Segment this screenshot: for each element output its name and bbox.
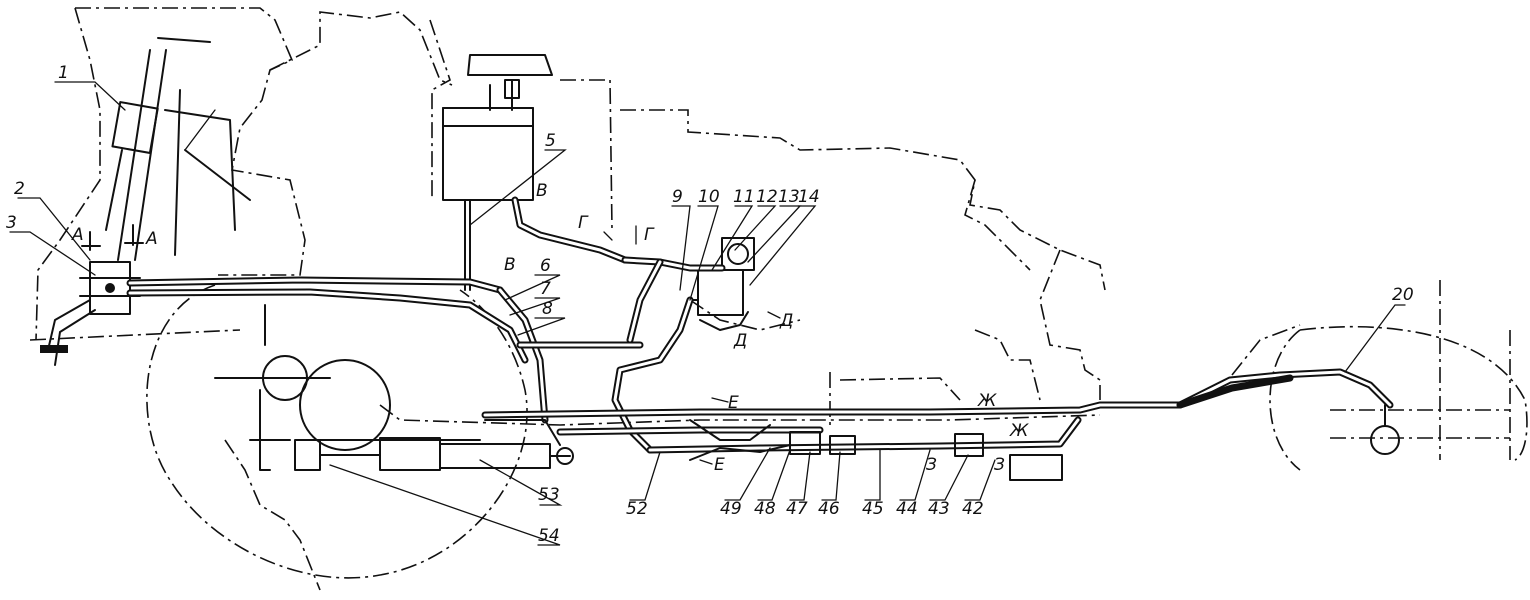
label-45: 45 [862,499,884,519]
section-a-right: А [145,229,158,249]
label-2: 2 [14,179,25,199]
section-z-left: З [926,455,937,475]
label-43: 43 [928,499,950,519]
leader-lines [9,81,1406,546]
section-d-right: Д [779,311,793,331]
label-42: 42 [962,499,984,519]
label-47: 47 [786,499,808,519]
section-v-top: В [536,181,548,201]
label-11: 11 [733,187,755,207]
section-zh-bot: Ж [1009,421,1029,441]
label-46: 46 [818,499,840,519]
label-8: 8 [542,299,553,319]
section-z-right: З [994,455,1005,475]
label-44: 44 [896,499,918,519]
steering-column [40,37,251,366]
label-9: 9 [672,187,683,207]
section-a-left: А [71,225,84,245]
label-48: 48 [754,499,776,519]
label-1: 1 [58,63,69,83]
label-13: 13 [778,187,800,207]
pump-block [621,237,755,331]
section-g-right: Г [644,225,655,245]
label-20: 20 [1392,285,1414,305]
section-e-bot: Е [714,455,725,475]
label-53: 53 [538,485,560,505]
section-v-bot: В [504,255,516,275]
section-zh-top: Ж [977,391,997,411]
section-d-bot: Д [733,331,747,351]
label-5: 5 [545,131,556,151]
label-10: 10 [698,187,720,207]
label-54: 54 [538,526,560,546]
label-14: 14 [798,187,820,207]
label-12: 12 [756,187,778,207]
section-e-top: Е [728,393,739,413]
label-49: 49 [720,499,742,519]
part-number-labels: 1 2 3 5 6 7 8 9 10 11 12 13 14 20 42 43 … [6,63,1414,546]
label-3: 3 [6,213,17,233]
power-cylinder [214,304,574,471]
label-6: 6 [540,256,551,276]
section-g-left: Г [578,213,589,233]
label-7: 7 [540,279,551,299]
pipelines [126,258,1400,481]
tractor-body-outline [29,7,1528,591]
oil-tank [442,54,629,291]
section-marks: А А В В Г Г Д Д Е Е Ж Ж З З [71,181,1029,475]
label-52: 52 [626,499,648,519]
